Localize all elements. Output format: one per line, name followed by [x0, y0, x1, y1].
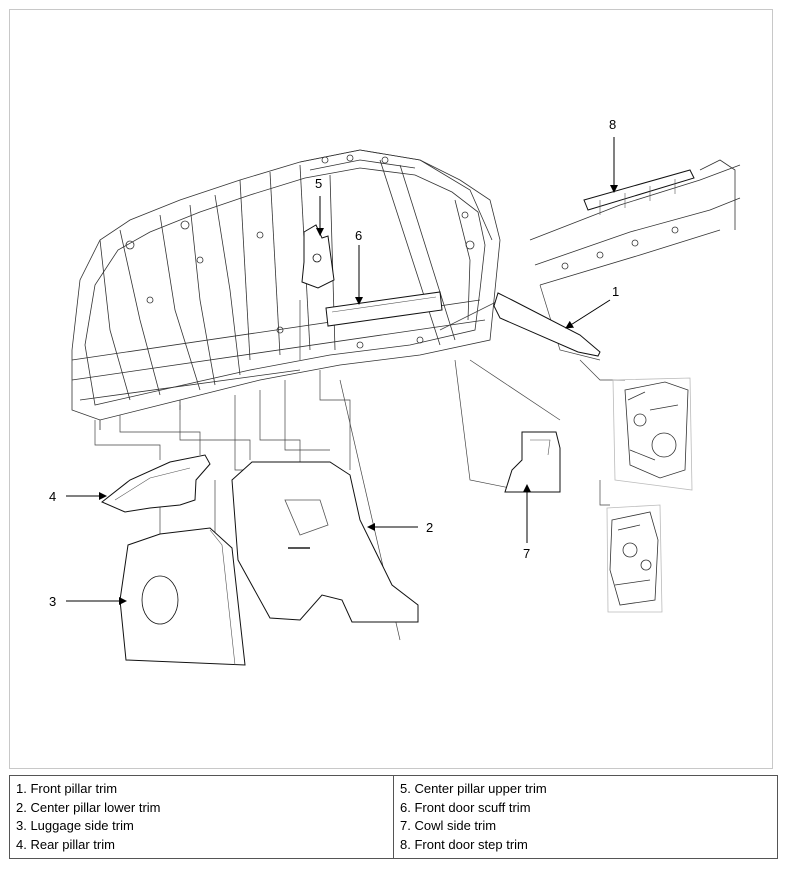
- callout-3: 3: [49, 594, 57, 609]
- callout-7: 7: [523, 546, 531, 561]
- luggage-side-trim-part: [119, 527, 246, 666]
- front-pillar-trim-part: [493, 292, 601, 357]
- callout-8: 8: [609, 117, 617, 132]
- legend-item: 1. Front pillar trim: [16, 781, 118, 796]
- callout-2: 2: [426, 520, 434, 535]
- callout-1: 1: [612, 284, 620, 299]
- front-door-step-trim-part: [583, 169, 695, 211]
- rear-pillar-trim-part: [101, 454, 211, 513]
- callout-5: 5: [315, 176, 323, 191]
- legend-item: 2. Center pillar lower trim: [16, 799, 161, 815]
- parts-legend: 1. Front pillar trim 2. Center pillar lo…: [9, 775, 778, 859]
- callout-6: 6: [355, 228, 363, 243]
- center-pillar-lower-trim-part: [231, 461, 419, 623]
- legend-column-right: 5. Center pillar upper trim 6. Front doo…: [393, 776, 777, 858]
- legend-item: 6. Front door scuff trim: [400, 799, 531, 815]
- detail-inset-upper: [612, 377, 693, 491]
- exploded-view-drawing: [66, 137, 741, 666]
- legend-item: 5. Center pillar upper trim: [400, 781, 547, 796]
- leader-arrows: [66, 137, 618, 605]
- legend-item: 4. Rear pillar trim: [16, 837, 115, 853]
- cowl-side-trim-part: [504, 431, 561, 493]
- body-structure: [71, 149, 741, 430]
- legend-column-left: 1. Front pillar trim 2. Center pillar lo…: [10, 776, 393, 858]
- legend-item: 3. Luggage side trim: [16, 818, 134, 834]
- diagram-frame: [9, 9, 773, 769]
- legend-item: 8. Front door step trim: [400, 837, 528, 853]
- callout-4: 4: [49, 489, 57, 504]
- legend-item: 7. Cowl side trim: [400, 818, 497, 834]
- detail-inset-lower: [606, 504, 663, 613]
- center-pillar-upper-trim-part: [301, 224, 335, 289]
- front-door-scuff-trim-part: [325, 291, 443, 327]
